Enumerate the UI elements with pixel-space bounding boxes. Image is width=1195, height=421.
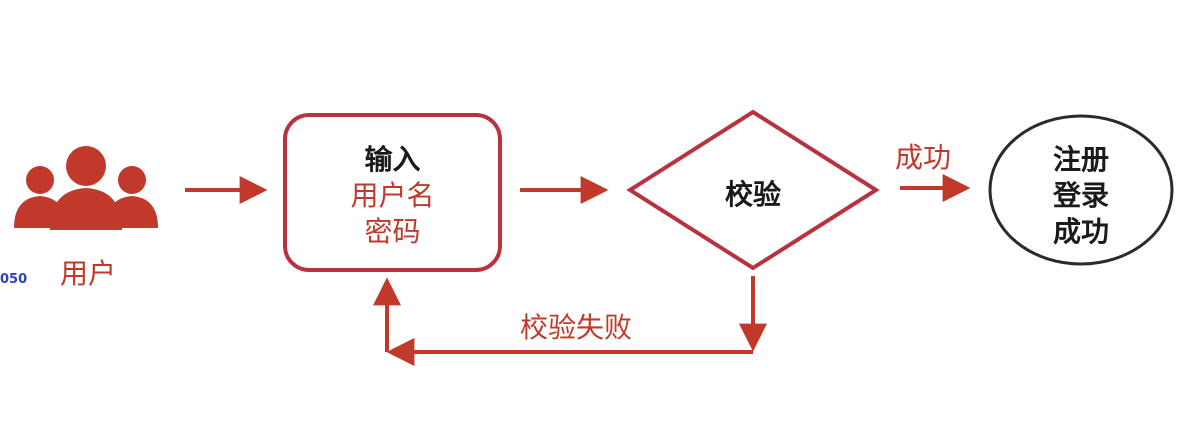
fail-arrow-label: 校验失败: [520, 311, 633, 344]
input-box-title: 输入: [364, 143, 421, 176]
result-line-success: 成功: [1052, 215, 1109, 248]
input-box: [283, 113, 502, 272]
success-arrow-label: 成功: [895, 141, 952, 174]
verify-diamond: [626, 109, 880, 271]
input-box-line-password: 密码: [364, 215, 421, 248]
verify-label: 校验: [724, 178, 781, 211]
result-line-register: 注册: [1052, 143, 1109, 176]
result-circle: [988, 114, 1174, 266]
users-group-icon: [14, 146, 158, 230]
result-line-login: 登录: [1052, 179, 1109, 212]
corner-tag: 050: [0, 272, 28, 287]
users-label: 用户: [60, 257, 117, 290]
input-box-line-username: 用户名: [350, 179, 435, 212]
